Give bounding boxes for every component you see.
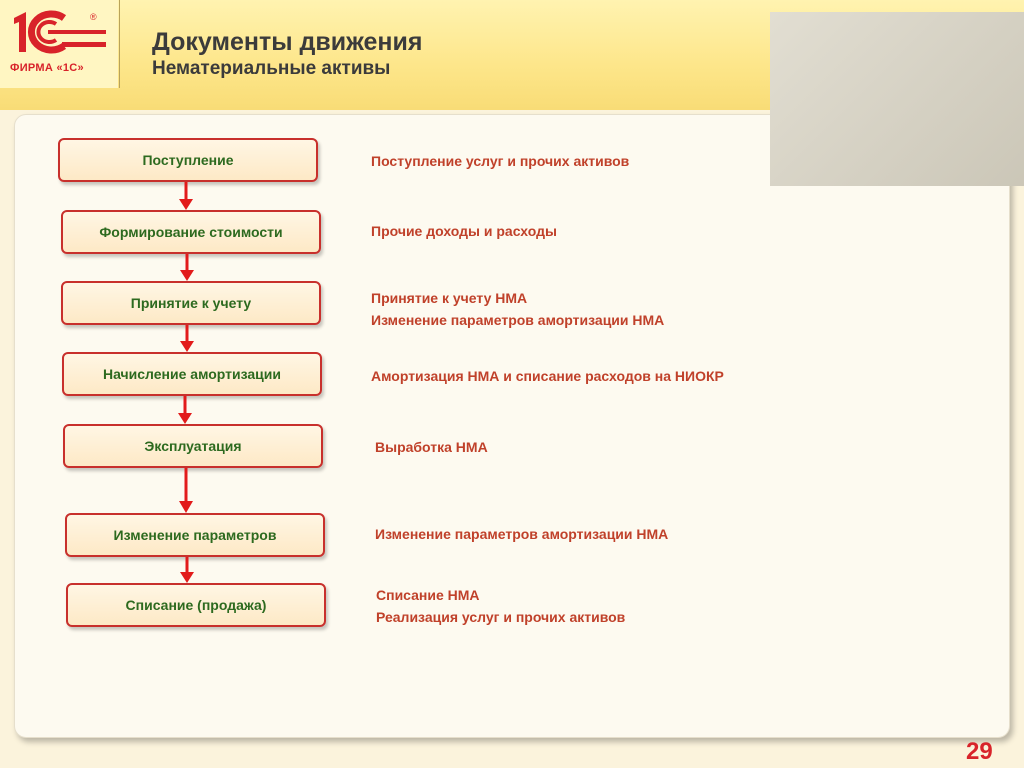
doc-item: Поступление услуг и прочих активов — [371, 153, 630, 169]
doc-item: Принятие к учету НМА — [371, 290, 528, 306]
step-amortization: Начисление амортизации — [62, 352, 322, 396]
doc-item: Реализация услуг и прочих активов — [376, 609, 626, 625]
step-write-off: Списание (продажа) — [66, 583, 326, 627]
step-cost-formation: Формирование стоимости — [61, 210, 321, 254]
flow-arrow-icon — [179, 468, 193, 513]
step-operation: Эксплуатация — [63, 424, 323, 468]
step-acceptance: Принятие к учету — [61, 281, 321, 325]
page-number: 29 — [966, 738, 993, 765]
flow-arrow-icon — [179, 182, 193, 210]
doc-list-acceptance: Принятие к учету НМА Изменение параметро… — [371, 287, 664, 331]
logo-1c-icon — [14, 10, 106, 54]
doc-item: Изменение параметров амортизации НМА — [371, 312, 665, 328]
page-title: Документы движения — [152, 28, 423, 56]
doc-list-write-off: Списание НМА Реализация услуг и прочих а… — [376, 584, 625, 628]
logo-text: ФИРМА «1С» — [10, 62, 84, 74]
flow-arrow-icon — [180, 254, 194, 281]
step-parameter-change: Изменение параметров — [65, 513, 325, 557]
logo-divider — [119, 0, 120, 88]
decorative-grey-block — [770, 12, 1024, 186]
doc-item: Амортизация НМА и списание расходов на Н… — [371, 368, 724, 384]
step-receipt: Поступление — [58, 138, 318, 182]
registered-mark: ® — [90, 12, 97, 22]
page-subtitle: Нематериальные активы — [152, 58, 391, 79]
doc-list-amortization: Амортизация НМА и списание расходов на Н… — [371, 365, 724, 387]
flow-arrow-icon — [178, 396, 192, 424]
doc-item: Прочие доходы и расходы — [371, 223, 557, 239]
doc-list-cost-formation: Прочие доходы и расходы — [371, 220, 557, 242]
doc-item: Выработка НМА — [375, 439, 488, 455]
doc-list-receipt: Поступление услуг и прочих активов — [371, 150, 629, 172]
flow-arrow-icon — [180, 557, 194, 583]
company-logo: ® ФИРМА «1С» — [0, 0, 118, 88]
flow-arrow-icon — [180, 325, 194, 352]
doc-item: Изменение параметров амортизации НМА — [375, 526, 669, 542]
doc-list-operation: Выработка НМА — [375, 436, 488, 458]
doc-list-parameter-change: Изменение параметров амортизации НМА — [375, 523, 668, 545]
doc-item: Списание НМА — [376, 587, 480, 603]
